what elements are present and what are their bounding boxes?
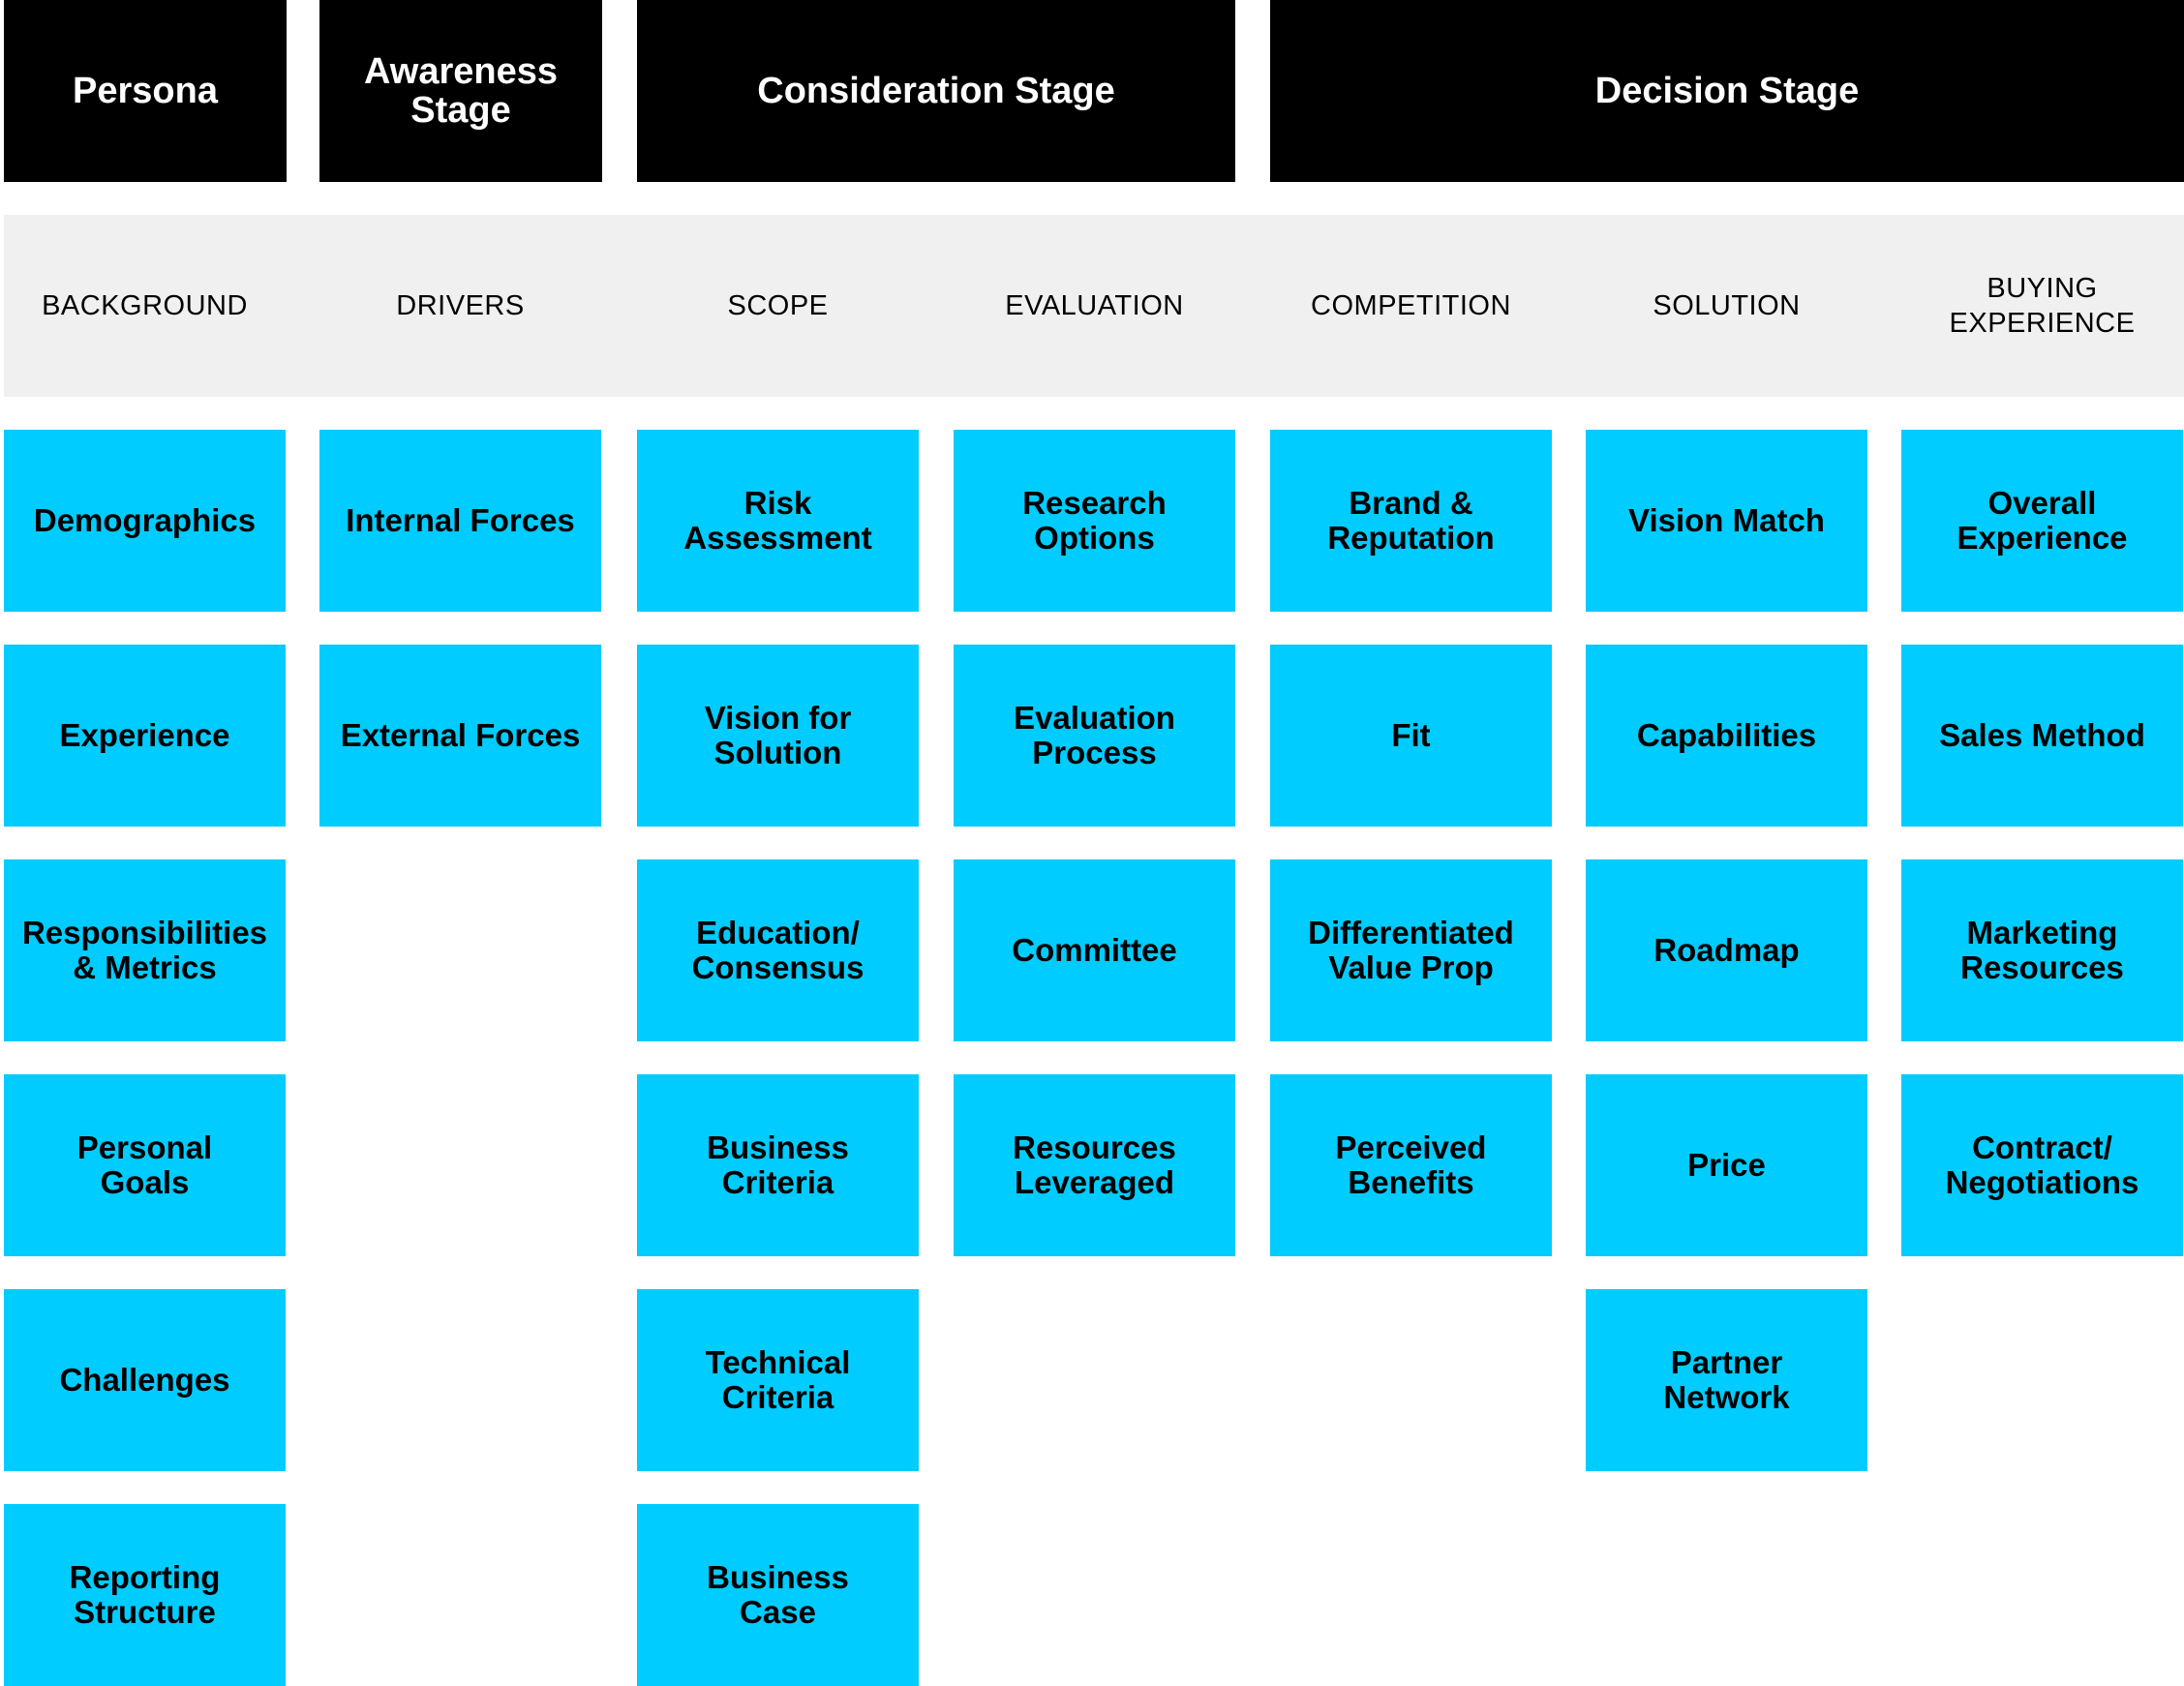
card-label: External Forces bbox=[340, 717, 581, 753]
card-partner-network: Partner Network bbox=[1586, 1289, 1867, 1471]
card-label: Marketing Resources bbox=[1960, 915, 2124, 985]
card-label: Business Case bbox=[707, 1559, 849, 1630]
card-risk-assessment: Risk Assessment bbox=[637, 430, 919, 612]
card-label: Vision for Solution bbox=[704, 700, 852, 770]
card-experience: Experience bbox=[4, 645, 286, 827]
card-differentiated-value-prop: Differentiated Value Prop bbox=[1270, 859, 1552, 1041]
column-header-label: COMPETITION bbox=[1311, 290, 1511, 321]
card-label: Roadmap bbox=[1653, 932, 1800, 968]
stage-label: Persona bbox=[73, 71, 218, 111]
card-label: Committee bbox=[1012, 932, 1177, 968]
card-label: Brand & Reputation bbox=[1327, 485, 1495, 556]
card-research-options: Research Options bbox=[954, 430, 1235, 612]
column-header-scope: SCOPE bbox=[637, 215, 919, 397]
card-label: Resources Leveraged bbox=[1013, 1129, 1176, 1200]
column-header-evaluation: EVALUATION bbox=[954, 215, 1235, 397]
card-label: Education/ Consensus bbox=[691, 915, 864, 985]
card-label: Vision Match bbox=[1628, 502, 1825, 538]
column-header-competition: COMPETITION bbox=[1270, 215, 1552, 397]
card-challenges: Challenges bbox=[4, 1289, 286, 1471]
card-label: Perceived Benefits bbox=[1335, 1129, 1487, 1200]
card-label: Technical Criteria bbox=[705, 1344, 851, 1415]
card-label: Price bbox=[1687, 1147, 1766, 1183]
card-label: Capabilities bbox=[1636, 717, 1817, 753]
card-label: Sales Method bbox=[1939, 717, 2145, 753]
card-label: Experience bbox=[59, 717, 230, 753]
card-perceived-benefits: Perceived Benefits bbox=[1270, 1074, 1552, 1256]
card-capabilities: Capabilities bbox=[1586, 645, 1867, 827]
card-business-case: Business Case bbox=[637, 1504, 919, 1686]
card-label: Partner Network bbox=[1663, 1344, 1790, 1415]
card-label: Overall Experience bbox=[1956, 485, 2128, 556]
card-label: Contract/ Negotiations bbox=[1945, 1129, 2139, 1200]
card-business-criteria: Business Criteria bbox=[637, 1074, 919, 1256]
card-label: Evaluation Process bbox=[1014, 700, 1175, 770]
card-committee: Committee bbox=[954, 859, 1235, 1041]
card-responsibilities-metrics: Responsibilities & Metrics bbox=[4, 859, 286, 1041]
card-label: Reporting Structure bbox=[69, 1559, 221, 1630]
stage-header-awareness: Awareness Stage bbox=[319, 0, 602, 182]
card-brand-reputation: Brand & Reputation bbox=[1270, 430, 1552, 612]
column-header-label: BUYING EXPERIENCE bbox=[1949, 273, 2136, 339]
card-evaluation-process: Evaluation Process bbox=[954, 645, 1235, 827]
stage-header-consideration: Consideration Stage bbox=[637, 0, 1235, 182]
column-header-buying-experience: BUYING EXPERIENCE bbox=[1901, 215, 2183, 397]
card-demographics: Demographics bbox=[4, 430, 286, 612]
card-external-forces: External Forces bbox=[319, 645, 601, 827]
card-label: Business Criteria bbox=[707, 1129, 849, 1200]
card-label: Risk Assessment bbox=[683, 485, 872, 556]
column-header-solution: SOLUTION bbox=[1586, 215, 1867, 397]
card-marketing-resources: Marketing Resources bbox=[1901, 859, 2183, 1041]
card-personal-goals: Personal Goals bbox=[4, 1074, 286, 1256]
card-label: Personal Goals bbox=[76, 1129, 213, 1200]
stage-header-decision: Decision Stage bbox=[1270, 0, 2184, 182]
subheader-band bbox=[4, 215, 2184, 397]
card-price: Price bbox=[1586, 1074, 1867, 1256]
card-internal-forces: Internal Forces bbox=[319, 430, 601, 612]
card-label: Research Options bbox=[1022, 485, 1167, 556]
card-vision-for-solution: Vision for Solution bbox=[637, 645, 919, 827]
stage-label: Consideration Stage bbox=[757, 71, 1115, 111]
card-technical-criteria: Technical Criteria bbox=[637, 1289, 919, 1471]
column-header-drivers: DRIVERS bbox=[319, 215, 601, 397]
column-header-label: BACKGROUND bbox=[42, 290, 248, 321]
card-label: Demographics bbox=[33, 502, 257, 538]
column-header-background: BACKGROUND bbox=[4, 215, 286, 397]
card-label: Fit bbox=[1391, 717, 1431, 753]
card-sales-method: Sales Method bbox=[1901, 645, 2183, 827]
column-header-label: SOLUTION bbox=[1653, 290, 1801, 321]
stage-header-persona: Persona bbox=[4, 0, 287, 182]
card-contract-negotiations: Contract/ Negotiations bbox=[1901, 1074, 2183, 1256]
card-roadmap: Roadmap bbox=[1586, 859, 1867, 1041]
card-education-consensus: Education/ Consensus bbox=[637, 859, 919, 1041]
card-label: Challenges bbox=[59, 1362, 230, 1398]
card-resources-leveraged: Resources Leveraged bbox=[954, 1074, 1235, 1256]
card-label: Differentiated Value Prop bbox=[1308, 915, 1514, 985]
column-header-label: EVALUATION bbox=[1005, 290, 1184, 321]
column-header-label: DRIVERS bbox=[396, 290, 525, 321]
card-fit: Fit bbox=[1270, 645, 1552, 827]
column-header-label: SCOPE bbox=[727, 290, 829, 321]
stage-label: Awareness Stage bbox=[364, 51, 558, 131]
card-vision-match: Vision Match bbox=[1586, 430, 1867, 612]
card-label: Responsibilities & Metrics bbox=[21, 915, 268, 985]
stage-label: Decision Stage bbox=[1594, 71, 1860, 111]
card-label: Internal Forces bbox=[346, 502, 575, 538]
card-reporting-structure: Reporting Structure bbox=[4, 1504, 286, 1686]
card-overall-experience: Overall Experience bbox=[1901, 430, 2183, 612]
